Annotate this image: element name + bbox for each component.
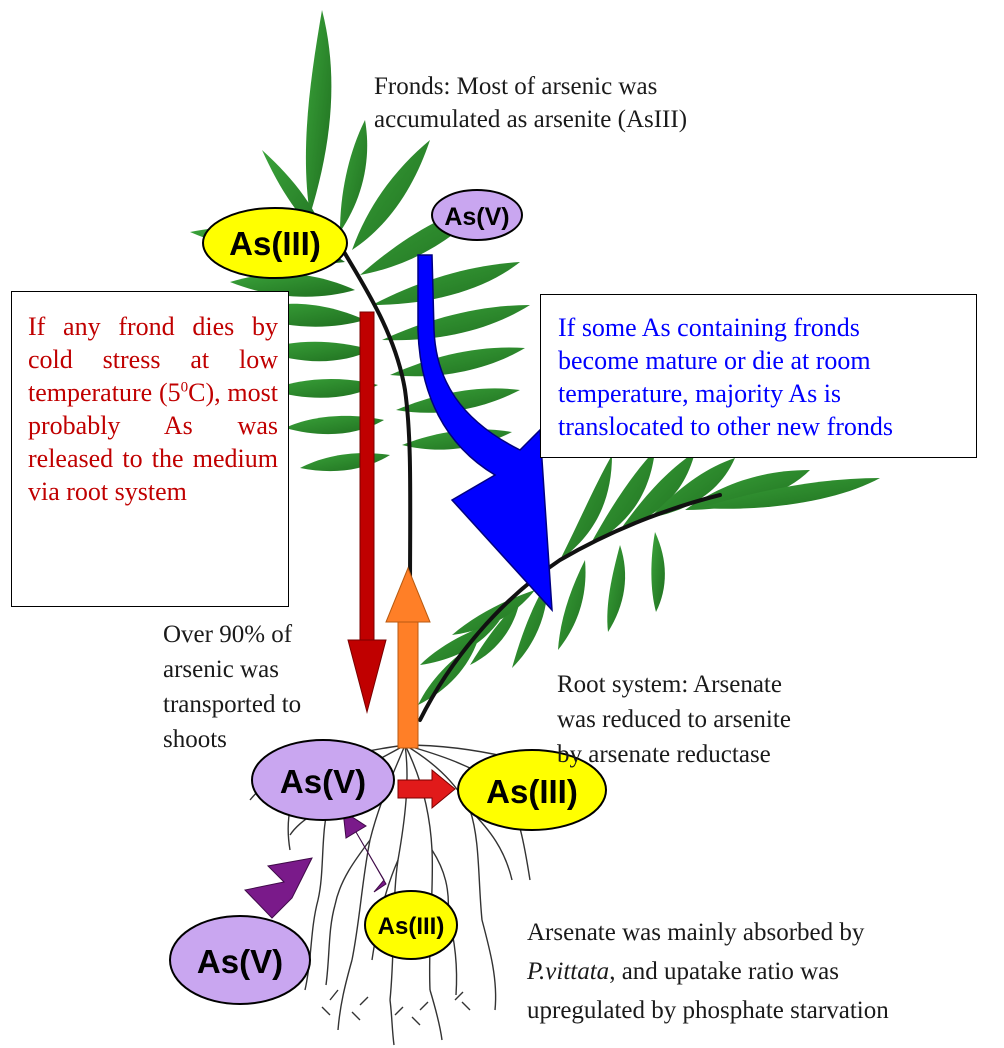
uptake-line-2: P.vittata, and upatake ratio was <box>527 952 889 991</box>
translocation-line-3: temperature, majority As is <box>558 377 966 410</box>
as5-bottom-ellipse: As(V) <box>170 916 310 1004</box>
translocation-line-2: become mature or die at room <box>558 344 966 377</box>
uptake-line-3: upregulated by phosphate starvation <box>527 991 889 1030</box>
cold-stress-box: If any frond dies by cold stress at low … <box>11 291 289 607</box>
fronds-annotation: Fronds: Most of arsenic was accumulated … <box>374 70 687 136</box>
transport-line-3: transported to <box>163 687 301 722</box>
uptake-line-1: Arsenate was mainly absorbed by <box>527 913 889 952</box>
as5-root-label: As(V) <box>280 763 366 800</box>
as3-top-left-ellipse: As(III) <box>203 208 347 278</box>
as3-bottom-label: As(III) <box>378 913 445 940</box>
transport-line-1: Over 90% of <box>163 617 301 652</box>
blue-curved-arrow <box>418 255 552 610</box>
root-line-2: was reduced to arsenite <box>557 702 791 737</box>
as3-top-left-label: As(III) <box>229 225 321 262</box>
root-line-1: Root system: Arsenate <box>557 667 791 702</box>
as5-top-ellipse: As(V) <box>432 190 522 240</box>
root-annotation: Root system: Arsenate was reduced to ars… <box>557 667 791 772</box>
root-line-3: by arsenate reductase <box>557 737 791 772</box>
purple-small-arrow <box>343 811 386 892</box>
cold-stress-superscript: 0 <box>181 379 189 395</box>
transport-annotation: Over 90% of arsenic was transported to s… <box>163 617 301 757</box>
as3-root-label: As(III) <box>486 773 578 810</box>
uptake-annotation: Arsenate was mainly absorbed by P.vittat… <box>527 913 889 1030</box>
fronds-line-2: accumulated as arsenite (AsIII) <box>374 103 687 136</box>
transport-line-2: arsenic was <box>163 652 301 687</box>
transport-line-4: shoots <box>163 722 301 757</box>
species-name: P.vittata <box>527 958 609 985</box>
uptake-line-2-rest: , and upatake ratio was <box>609 958 839 985</box>
translocation-line-1: If some As containing fronds <box>558 311 966 344</box>
as3-bottom-ellipse: As(III) <box>365 891 457 959</box>
as5-top-label: As(V) <box>444 203 509 231</box>
purple-big-arrow <box>245 858 312 918</box>
red-down-arrow <box>348 312 386 712</box>
translocation-line-4: translocated to other new fronds <box>558 410 966 443</box>
orange-up-arrow <box>386 568 430 748</box>
translocation-box: If some As containing fronds become matu… <box>540 294 977 458</box>
fronds-line-1: Fronds: Most of arsenic was <box>374 70 687 103</box>
as5-bottom-label: As(V) <box>197 943 283 980</box>
